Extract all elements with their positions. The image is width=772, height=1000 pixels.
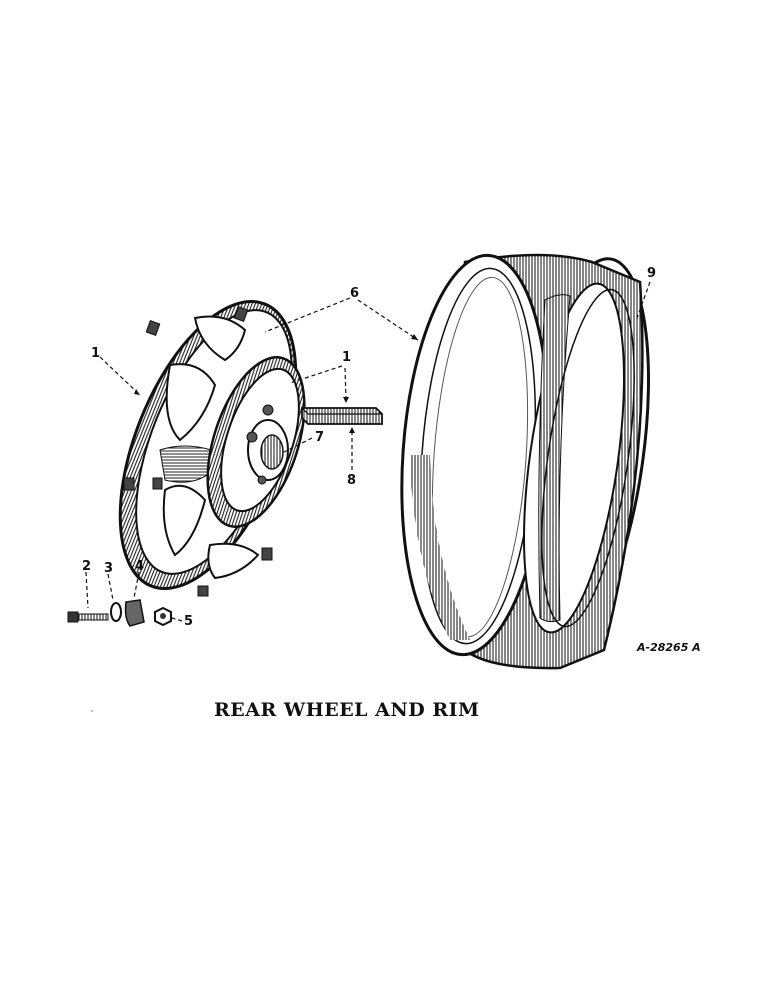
callout-6: 6 bbox=[350, 286, 359, 301]
stray-mark bbox=[91, 710, 93, 712]
nut bbox=[154, 606, 172, 627]
callout-3: 3 bbox=[104, 561, 113, 576]
clamp bbox=[124, 599, 145, 627]
callout-1-left: 1 bbox=[91, 346, 100, 361]
hub-key bbox=[301, 407, 383, 425]
figure-number: A-28265 A bbox=[636, 641, 701, 654]
callout-9: 9 bbox=[647, 266, 656, 281]
wheel-rim bbox=[400, 253, 650, 670]
callout-8: 8 bbox=[347, 473, 356, 488]
rear-wheel-disc bbox=[118, 300, 306, 597]
callout-5: 5 bbox=[184, 614, 193, 629]
callout-4: 4 bbox=[135, 559, 144, 574]
diagram-caption: REAR WHEEL AND RIM bbox=[214, 699, 480, 721]
bolt bbox=[67, 611, 109, 623]
callout-1-right: 1 bbox=[342, 350, 351, 365]
lock-washer bbox=[110, 602, 122, 622]
callout-7: 7 bbox=[315, 430, 324, 445]
callout-2: 2 bbox=[82, 559, 91, 574]
leader-lines bbox=[85, 281, 651, 622]
